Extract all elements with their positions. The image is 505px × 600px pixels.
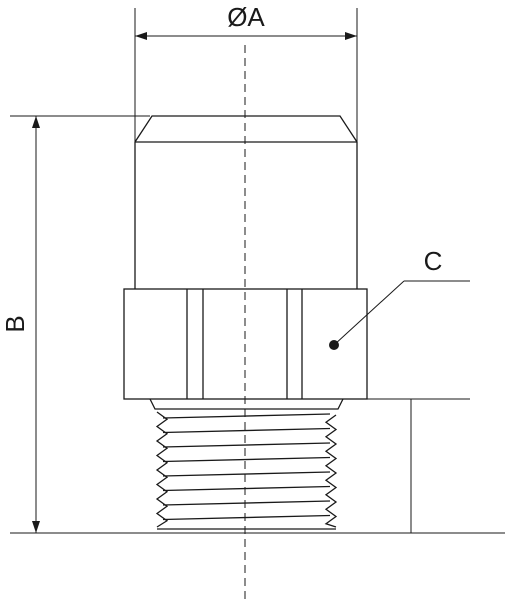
thread-crest-line [162,442,331,448]
thread-crest-line [162,456,331,463]
thread-crest-line [162,471,331,477]
height-label: B [0,315,30,332]
hex-collar [123,288,368,400]
thread-right-flank [324,414,338,528]
thread-left-flank [155,411,169,528]
diameter-label: ØA [227,2,265,32]
thread-crest-line [162,500,331,506]
thread-section [149,398,344,530]
thread-crest-line [162,427,331,434]
thread-crest-line [162,514,331,521]
upper-body [134,115,358,289]
callout-label: C [424,246,443,276]
callout: C [329,246,470,350]
reference-lines [367,398,470,533]
diameter-dimension: ØA [134,2,358,145]
thread-crest-line [162,413,331,419]
height-dimension: B [0,115,505,534]
thread-crest-line [162,485,331,492]
